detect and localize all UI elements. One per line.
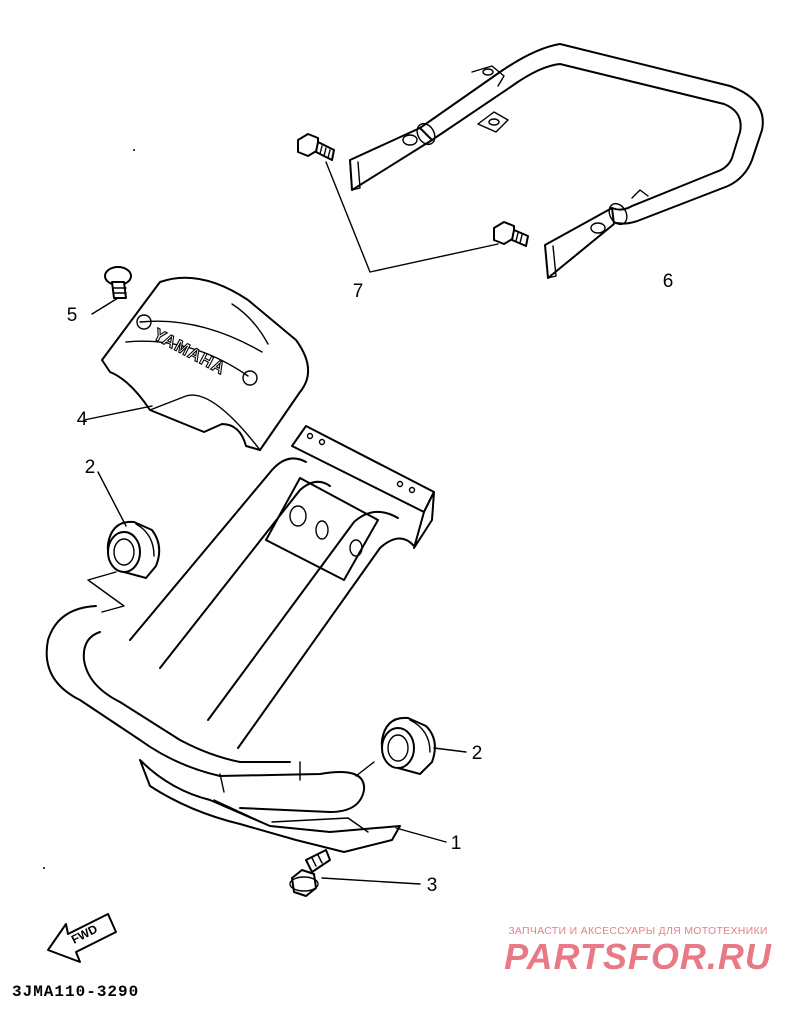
grommet-part-2-right — [355, 716, 467, 777]
callout-3: 3 — [426, 875, 438, 896]
cover-part-4: YAMAHA — [83, 276, 309, 451]
scan-dot — [133, 149, 135, 151]
watermark-tagline: ЗАПЧАСТИ И АКСЕССУАРЫ ДЛЯ МОТОТЕХНИКИ — [508, 925, 768, 937]
fwd-arrow-icon: FWD — [47, 913, 117, 963]
scan-dot — [43, 867, 45, 869]
callout-6: 6 — [662, 271, 674, 292]
bolt-part-7-upper — [297, 133, 335, 161]
screw-part-5 — [91, 266, 132, 315]
callout-1: 1 — [450, 833, 462, 854]
grab-bar-part-6 — [349, 43, 764, 279]
callout-4: 4 — [76, 409, 88, 430]
callout-2-right: 2 — [471, 743, 483, 764]
callout-lines-7 — [325, 161, 499, 273]
bolt-part-7-lower — [493, 221, 529, 247]
watermark-logo: PARTSFOR.RU — [504, 936, 772, 977]
bolt-part-3 — [289, 849, 421, 897]
crash-bar-part-1 — [45, 425, 447, 853]
diagram-code: 3JMA110-3290 — [12, 983, 140, 1001]
grommet-part-2-left — [87, 471, 161, 613]
callout-2-left: 2 — [84, 457, 96, 478]
callout-7: 7 — [352, 281, 364, 302]
callout-5: 5 — [66, 305, 78, 326]
